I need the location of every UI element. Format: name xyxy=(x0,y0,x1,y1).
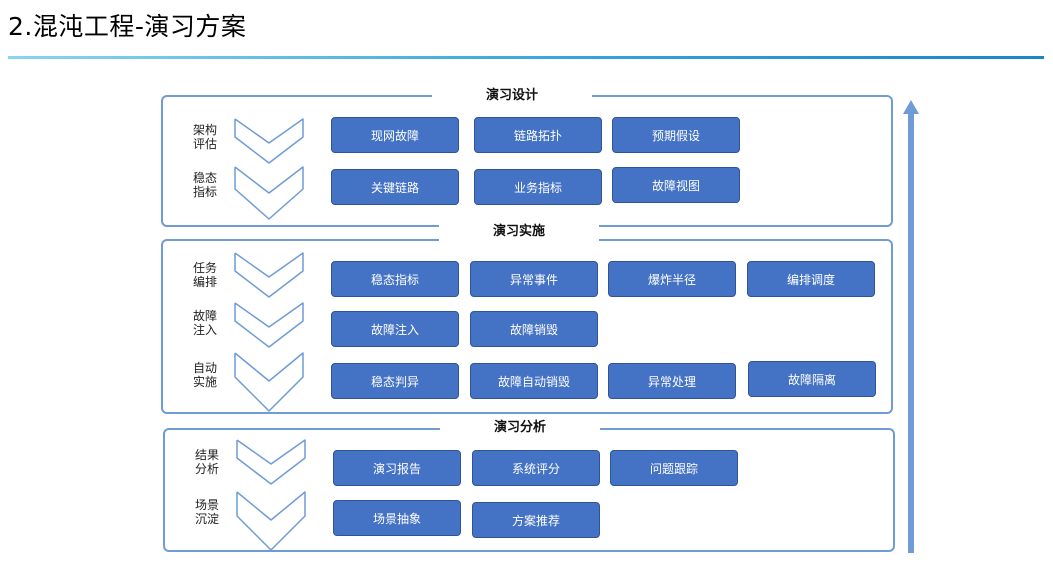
process-button[interactable]: 业务指标 xyxy=(474,169,602,205)
process-button[interactable]: 故障注入 xyxy=(331,311,459,347)
row-label: 场景沉淀 xyxy=(194,498,219,526)
process-button[interactable]: 故障自动销毁 xyxy=(470,363,598,399)
process-button[interactable]: 关键链路 xyxy=(331,169,459,205)
process-button[interactable]: 稳态判异 xyxy=(331,363,459,399)
chevron-down-icon xyxy=(234,352,304,412)
process-button[interactable]: 编排调度 xyxy=(747,261,875,297)
section-title: 演习设计 xyxy=(432,85,592,107)
section-title: 演习实施 xyxy=(439,221,599,243)
chevron-down-icon xyxy=(236,439,306,485)
chevron-down-icon xyxy=(234,252,304,298)
section-title: 演习分析 xyxy=(440,417,600,439)
process-button[interactable]: 异常处理 xyxy=(608,363,736,399)
chevron-down-icon xyxy=(234,166,304,220)
diagram-row: 稳态指标 关键链路 业务指标 故障视图 xyxy=(163,165,891,220)
process-button[interactable]: 方案推荐 xyxy=(472,502,600,538)
diagram-row: 场景沉淀 场景抽象 方案推荐 xyxy=(165,490,893,552)
chevron-down-icon xyxy=(234,302,304,348)
process-button[interactable]: 稳态指标 xyxy=(331,261,459,297)
diagram-row: 架构评估 现网故障 链路拓扑 预期假设 xyxy=(163,115,891,164)
process-button[interactable]: 系统评分 xyxy=(472,450,600,486)
arrow-up-icon xyxy=(903,100,919,553)
process-button[interactable]: 爆炸半径 xyxy=(608,261,736,297)
row-label: 故障注入 xyxy=(192,309,217,337)
process-button[interactable]: 现网故障 xyxy=(331,117,459,153)
row-label: 结果分析 xyxy=(194,448,219,476)
process-button[interactable]: 预期假设 xyxy=(612,117,740,153)
page-title: 2.混沌工程-演习方案 xyxy=(8,12,247,41)
process-button[interactable]: 场景抽象 xyxy=(333,500,461,536)
process-button[interactable]: 异常事件 xyxy=(470,261,598,297)
row-label: 自动实施 xyxy=(192,361,217,389)
process-button[interactable]: 故障销毁 xyxy=(470,311,598,347)
diagram-row: 结果分析 演习报告 系统评分 问题跟踪 xyxy=(165,436,893,488)
diagram-row: 故障注入 故障注入 故障销毁 xyxy=(163,301,891,353)
process-button[interactable]: 问题跟踪 xyxy=(610,450,738,486)
process-button[interactable]: 故障视图 xyxy=(612,167,740,203)
chevron-down-icon xyxy=(236,491,306,551)
row-label: 稳态指标 xyxy=(192,171,217,199)
process-button[interactable]: 演习报告 xyxy=(333,450,461,486)
title-divider xyxy=(8,56,1044,59)
process-button[interactable]: 链路拓扑 xyxy=(474,117,602,153)
diagram-row: 任务编排 稳态指标 异常事件 爆炸半径 编排调度 xyxy=(163,251,891,303)
section-analysis: 演习分析 结果分析 演习报告 系统评分 问题跟踪 场景沉淀 场景抽象 方案推荐 xyxy=(163,417,895,552)
row-label: 架构评估 xyxy=(192,123,217,151)
section-design: 演习设计 架构评估 现网故障 链路拓扑 预期假设 稳态指标 关键链路 业务指标 … xyxy=(161,85,893,227)
diagram-row: 自动实施 稳态判异 故障自动销毁 异常处理 故障隔离 xyxy=(163,351,891,415)
chevron-down-icon xyxy=(234,118,304,164)
row-label: 任务编排 xyxy=(192,261,217,289)
process-button[interactable]: 故障隔离 xyxy=(748,361,876,397)
section-implementation: 演习实施 任务编排 稳态指标 异常事件 爆炸半径 编排调度 故障注入 故障注入 … xyxy=(161,221,893,415)
